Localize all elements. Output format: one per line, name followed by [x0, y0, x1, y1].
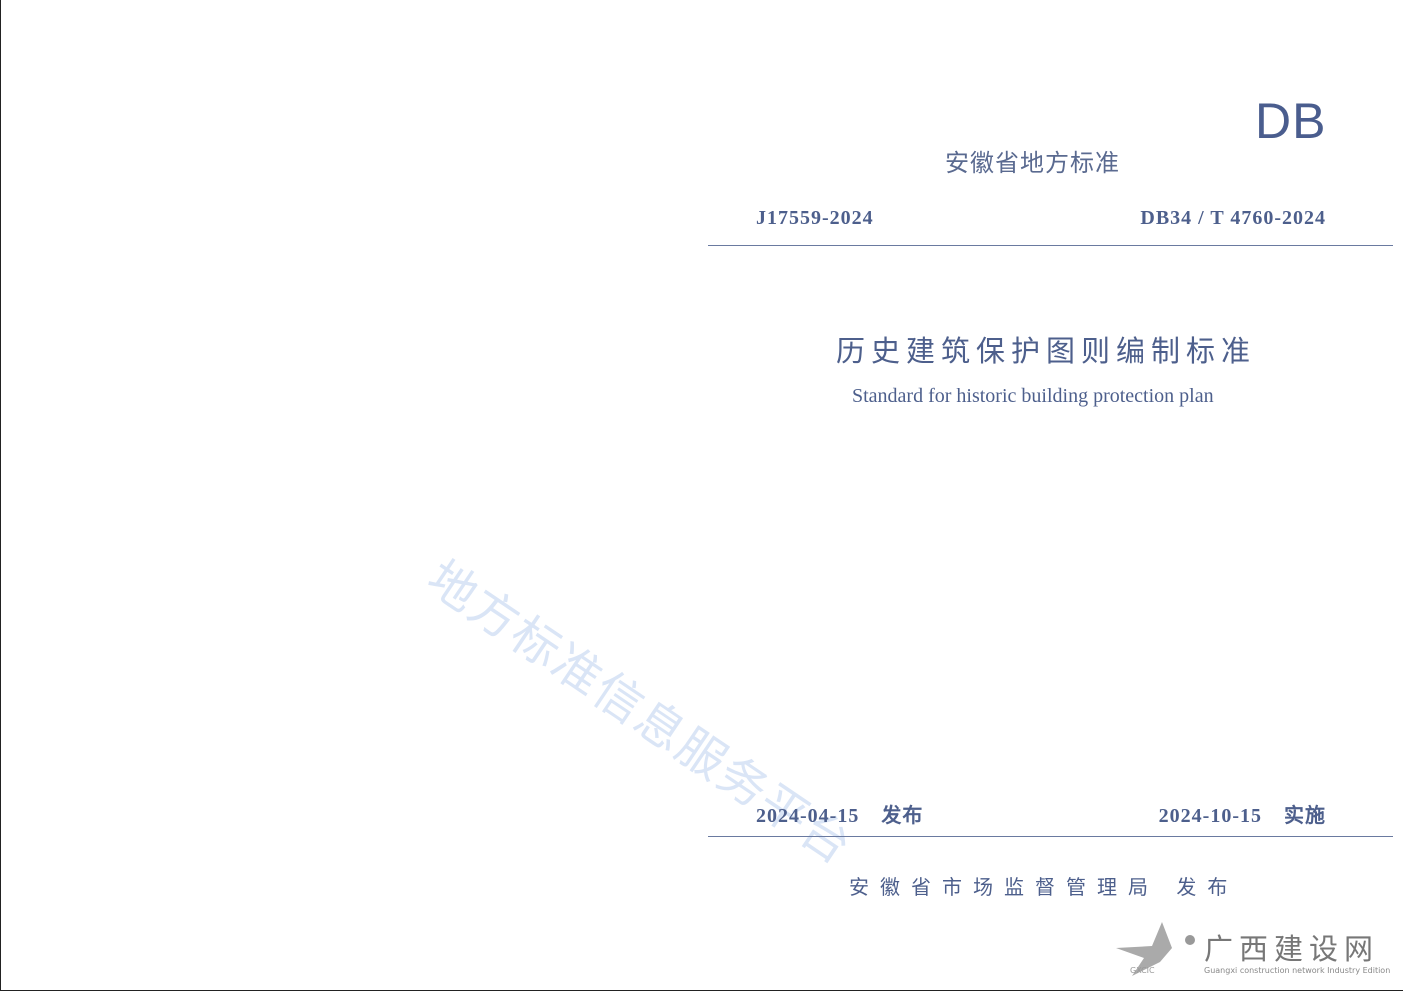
header-divider	[708, 245, 1393, 246]
effective-date-block: 2024-10-15 实施	[1159, 799, 1326, 828]
site-logo: GXCIC 广西建设网 Guangxi construction network…	[1112, 918, 1397, 978]
issue-date-block: 2024-04-15 发布	[756, 799, 923, 828]
logo-tagline: Guangxi construction network Industry Ed…	[1204, 966, 1391, 975]
effective-label: 实施	[1284, 803, 1326, 827]
logo-abbr: GXCIC	[1130, 966, 1155, 975]
document-title-en: Standard for historic building protectio…	[852, 385, 1214, 407]
standard-number: DB34 / T 4760-2024	[1140, 207, 1326, 229]
record-number: J17559-2024	[756, 207, 874, 229]
logo-name: 广西建设网	[1204, 932, 1380, 966]
footer-divider	[708, 836, 1393, 837]
effective-date: 2024-10-15	[1158, 805, 1262, 827]
document-title-cn: 历史建筑保护图则编制标准	[836, 334, 1257, 368]
issue-label: 发布	[881, 803, 924, 827]
province-standard-label: 安徽省地方标准	[945, 149, 1120, 177]
star-logo-icon	[1116, 922, 1195, 976]
issuer: 安徽省市场监督管理局 发布	[849, 875, 1239, 899]
issue-date: 2024-04-15	[756, 805, 860, 827]
db-mark: DB	[1255, 93, 1327, 149]
